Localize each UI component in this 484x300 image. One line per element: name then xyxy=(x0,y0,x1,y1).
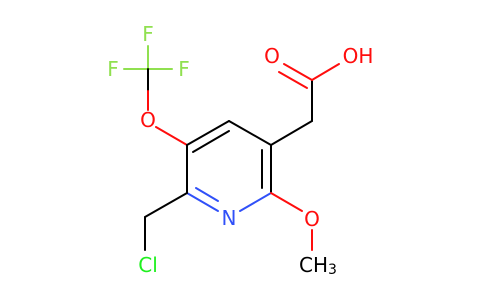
fluorine-right-label: F xyxy=(178,57,190,81)
nitrogen-ring-label: N xyxy=(222,206,237,230)
fluorine-top-label: F xyxy=(142,22,154,46)
bond-c-o-carbonyl-double xyxy=(278,71,308,89)
bond-ring-n-c2-double xyxy=(195,187,219,202)
bond-ring-c4-c5 xyxy=(228,120,272,146)
bond-ring-c6-n xyxy=(239,192,272,212)
bond-c5-ch2 xyxy=(270,120,313,146)
bond-c2-ch2 xyxy=(144,192,188,218)
oxygen-carbonyl-label: O xyxy=(264,44,280,68)
oxygen-methoxy-label: O xyxy=(304,207,320,231)
bonds xyxy=(123,45,340,251)
chlorine-label: Cl xyxy=(138,253,158,277)
bond-c-o-carbonyl xyxy=(283,63,313,81)
bond-c-oh xyxy=(311,63,340,81)
bond-c6-omethoxy xyxy=(270,192,303,212)
bond-oether-c3 xyxy=(155,126,188,146)
oxygen-ether-label: O xyxy=(140,108,156,132)
methyl-ch: CH xyxy=(299,253,328,277)
methyl-label: CH3 xyxy=(299,253,337,278)
hydroxyl-label: OH xyxy=(343,44,374,68)
methyl-subscript: 3 xyxy=(328,262,337,278)
atom-labels: F F F O O OH N O CH3 Cl xyxy=(107,22,373,278)
bond-ring-c3-c4 xyxy=(186,120,230,146)
bond-ring-c3-c4-double xyxy=(192,130,230,153)
bond-ring-n-c2 xyxy=(186,192,219,212)
fluorine-left-label: F xyxy=(107,57,119,81)
